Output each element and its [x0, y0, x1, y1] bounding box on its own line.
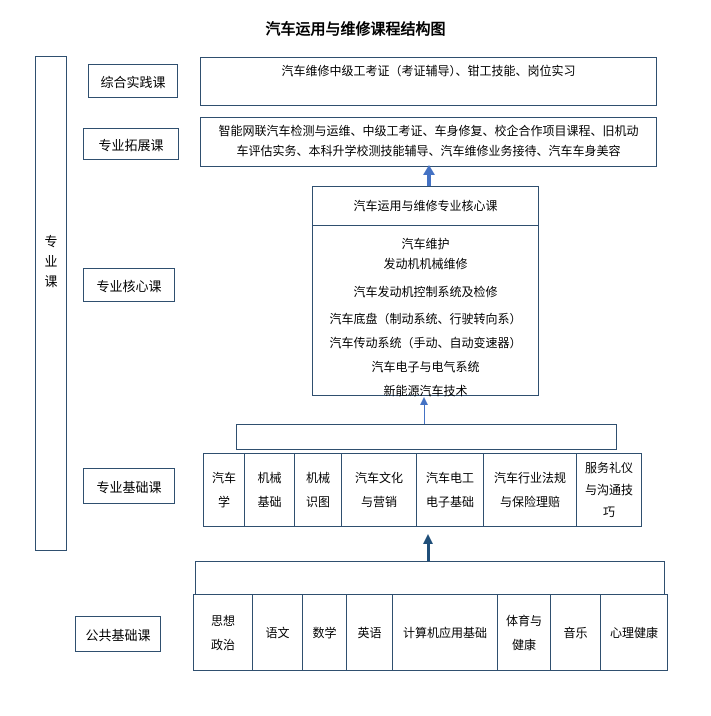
core-item: 发动机机械维修: [383, 257, 468, 271]
major-courses-box: 专 业 课: [35, 56, 67, 551]
basic-course-cell: 汽车文化与营销: [342, 454, 417, 526]
public-course-line: 体育与: [505, 613, 542, 628]
core-item: 汽车传动系统（手动、自动变速器）: [329, 336, 522, 350]
basic-course-line: 电子基础: [425, 495, 474, 509]
public-courses-row: 思想政治 语文 数学 英语 计算机应用基础 体育与健康 音乐 心理健康: [193, 594, 668, 671]
arrow-core-to-extension-shaft: [427, 173, 431, 187]
comprehensive-content-box: 汽车维修中级工考证（考证辅导）、钳工技能、岗位实习: [200, 57, 657, 106]
category-comprehensive: 综合实践课: [88, 64, 178, 98]
basic-course-cell: 服务礼仪与沟通技巧: [577, 454, 641, 526]
core-courses-list: 汽车维护 发动机机械维修 汽车发动机控制系统及检修 汽车底盘（制动系统、行驶转向…: [313, 226, 538, 408]
major-courses-char-2: 业: [44, 255, 58, 270]
public-course-line: 音乐: [563, 625, 588, 640]
basic-course-line: 与保险理赔: [499, 495, 560, 509]
public-course-line: 语文: [265, 625, 290, 640]
basic-course-line: 基础: [257, 495, 282, 509]
basic-course-line: 识图: [305, 495, 330, 509]
basic-course-cell: 汽车行业法规与保险理赔: [484, 454, 577, 526]
basic-courses-row: 汽车学 机械基础 机械识图 汽车文化与营销 汽车电工电子基础 汽车行业法规与保险…: [203, 453, 642, 527]
major-courses-label: 专 业 课: [36, 233, 66, 293]
category-core: 专业核心课: [83, 268, 175, 302]
public-course-line: 心理健康: [609, 625, 658, 640]
core-item: 汽车底盘（制动系统、行驶转向系）: [329, 312, 522, 326]
basic-course-line: 机械: [257, 471, 282, 485]
public-course-cell: 数学: [303, 595, 347, 670]
core-item: 汽车维护: [401, 237, 450, 251]
public-course-cell: 音乐: [551, 595, 601, 670]
basic-course-line: 汽车: [211, 471, 236, 485]
arrow-public-to-basic-head: [423, 534, 433, 544]
core-item: 新能源汽车技术: [383, 384, 468, 398]
basic-course-line: 汽车电工: [425, 471, 474, 485]
basic-course-line: 巧: [602, 505, 615, 519]
public-course-line: 健康: [511, 637, 536, 652]
basic-course-line: 汽车文化: [354, 471, 403, 485]
basic-courses-header-bar: [236, 424, 617, 450]
public-course-line: 英语: [357, 625, 382, 640]
major-courses-char-1: 专: [44, 235, 58, 250]
core-courses-box: 汽车运用与维修专业核心课 汽车维护 发动机机械维修 汽车发动机控制系统及检修 汽…: [312, 186, 539, 398]
public-course-cell: 英语: [347, 595, 393, 670]
category-public: 公共基础课: [75, 616, 161, 652]
extension-content-line-2: 车评估实务、本科升学校测技能辅导、汽车维修业务接待、汽车车身美容: [236, 144, 621, 158]
basic-course-cell: 机械基础: [245, 454, 295, 526]
basic-course-line: 服务礼仪: [584, 461, 633, 475]
public-course-line: 数学: [312, 625, 337, 640]
arrow-core-to-extension-head: [423, 165, 435, 175]
major-courses-char-3: 课: [44, 275, 58, 290]
basic-course-cell: 汽车学: [204, 454, 245, 526]
comprehensive-content-text: 汽车维修中级工考证（考证辅导）、钳工技能、岗位实习: [281, 64, 576, 78]
public-course-line: 计算机应用基础: [402, 625, 487, 640]
basic-course-line: 与沟通技: [584, 483, 633, 497]
basic-course-line: 学: [217, 495, 230, 509]
public-course-cell: 体育与健康: [498, 595, 551, 670]
core-item: 汽车发动机控制系统及检修: [353, 285, 498, 299]
public-course-cell: 计算机应用基础: [393, 595, 498, 670]
arrow-basic-to-core-shaft: [424, 404, 425, 424]
category-extension: 专业拓展课: [83, 128, 179, 160]
arrow-public-to-basic-shaft: [427, 542, 430, 564]
public-course-cell: 思想政治: [194, 595, 253, 670]
arrow-basic-to-core-head: [420, 397, 428, 405]
public-course-line: 思想: [210, 613, 235, 628]
core-courses-header: 汽车运用与维修专业核心课: [313, 187, 538, 226]
public-course-cell: 心理健康: [601, 595, 667, 670]
public-courses-header-bar: [195, 561, 665, 595]
basic-course-line: 汽车行业法规: [493, 471, 566, 485]
core-item: 汽车电子与电气系统: [371, 360, 480, 374]
diagram-title: 汽车运用与维修课程结构图: [265, 20, 446, 38]
extension-content-box: 智能网联汽车检测与运维、中级工考证、车身修复、校企合作项目课程、旧机动 车评估实…: [200, 117, 657, 167]
public-course-line: 政治: [210, 637, 235, 652]
extension-content-line-1: 智能网联汽车检测与运维、中级工考证、车身修复、校企合作项目课程、旧机动: [218, 124, 639, 138]
basic-course-line: 机械: [305, 471, 330, 485]
basic-course-cell: 机械识图: [295, 454, 342, 526]
basic-course-cell: 汽车电工电子基础: [417, 454, 484, 526]
category-basic: 专业基础课: [83, 468, 175, 504]
basic-course-line: 与营销: [360, 495, 397, 509]
public-course-cell: 语文: [253, 595, 303, 670]
